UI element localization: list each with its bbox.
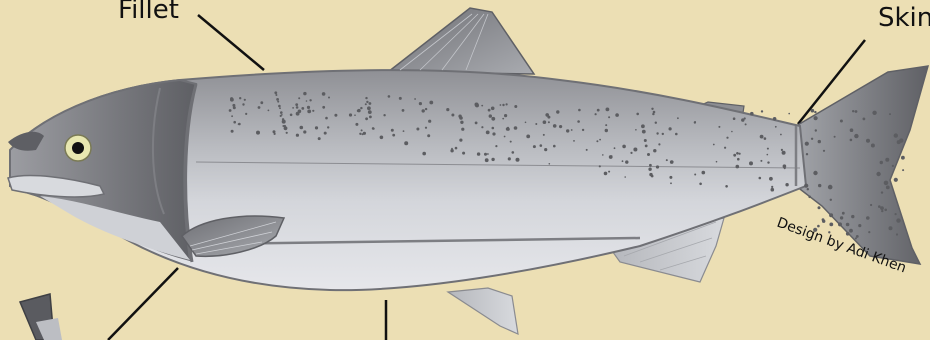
- skin-label: Skin: [878, 3, 930, 33]
- dorsal-fin: [388, 8, 534, 74]
- fillet-label: Fillet: [118, 0, 179, 25]
- belly-pointer-line: [108, 268, 178, 340]
- fillet-pointer-line: [198, 15, 264, 70]
- eye-pupil: [72, 142, 84, 154]
- pelvic-fin: [448, 288, 518, 334]
